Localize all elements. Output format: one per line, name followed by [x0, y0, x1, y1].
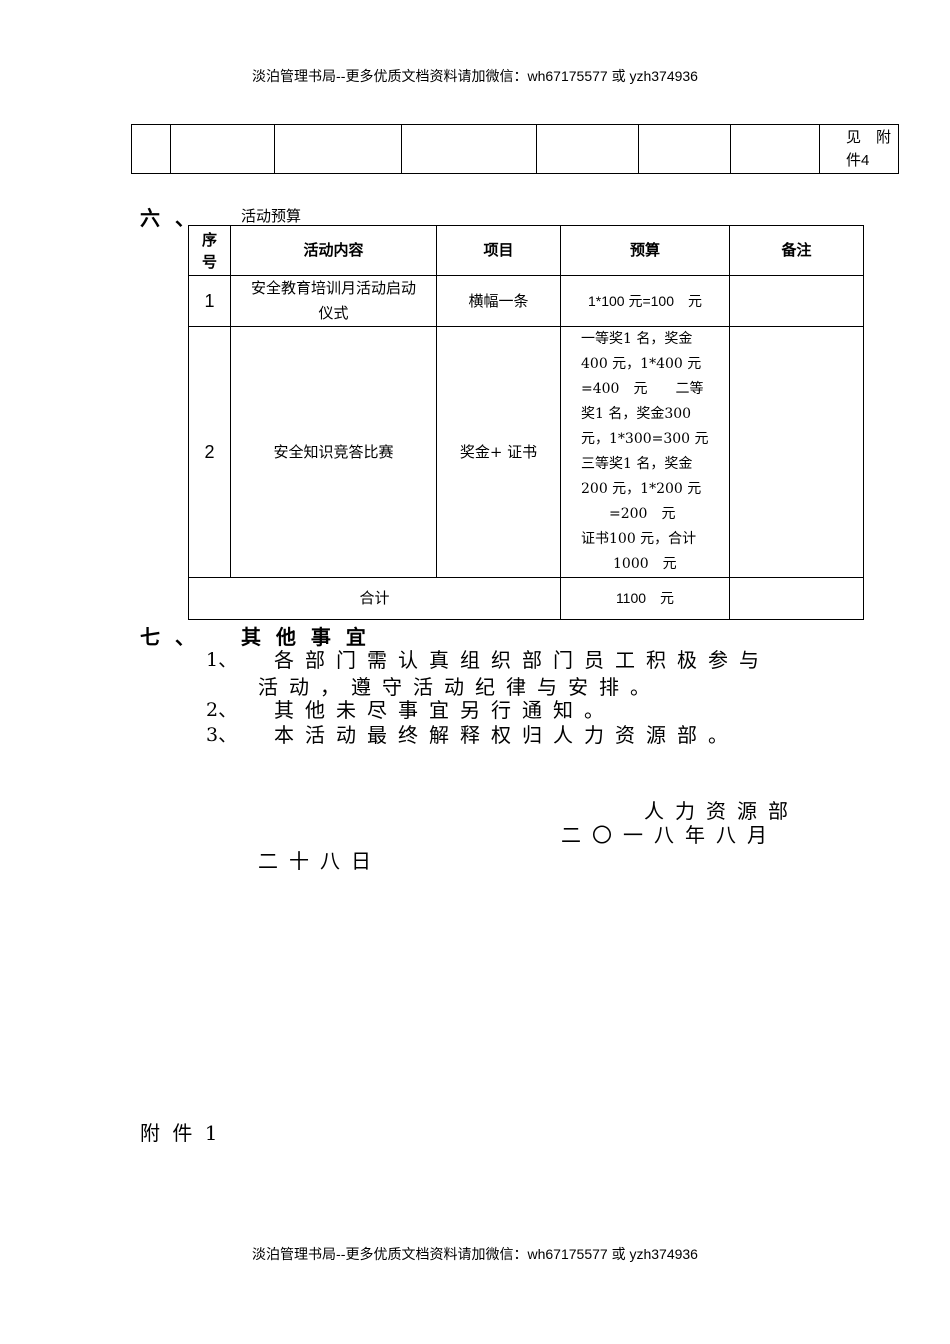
row-budget: 一等奖1 名，奖金 400 元，1*400 元 =400 元 二等 奖1 名，奖…	[560, 326, 730, 578]
table-cell	[638, 124, 731, 174]
table-cell	[274, 124, 402, 174]
table-cell	[401, 124, 537, 174]
budget-line: 1000 元	[613, 556, 677, 572]
row-content: 安全知识竞答比赛	[230, 326, 437, 578]
table-row: 见 附 件4	[131, 124, 899, 174]
row-note	[729, 275, 864, 327]
header-seq-line1: 序	[201, 230, 217, 249]
header-content: 活动内容	[230, 225, 437, 276]
signature-date: 二〇一八年八月	[561, 823, 778, 847]
signature-department: 人力资源部	[644, 799, 799, 823]
footer-text: 淡泊管理书局--更多优质文档资料请加微信：	[252, 1247, 528, 1263]
attachment-ref-line1: 见 附	[846, 128, 892, 146]
continued-table: 见 附 件4	[131, 124, 899, 174]
budget-line: 400 元，1*400 元	[581, 356, 702, 372]
row-seq: 1	[188, 275, 231, 327]
section6-number: 六 、	[140, 206, 199, 230]
table-cell	[170, 124, 275, 174]
row-content-line2: 仪式	[318, 304, 349, 322]
header-note: 备注	[729, 225, 864, 276]
section7-title: 其 他 事 宜	[241, 625, 370, 649]
budget-line: 元，1*300=300 元	[581, 431, 709, 447]
budget-line: 三等奖1 名，奖金	[581, 456, 693, 472]
total-value: 1100 元	[560, 577, 730, 620]
row-budget: 1*100 元=100 元	[560, 275, 730, 327]
page-footer: 淡泊管理书局--更多优质文档资料请加微信：wh67175577 或 yzh374…	[0, 1244, 950, 1264]
budget-line: 证书100 元，合计	[581, 531, 697, 547]
table-total-row: 合计 1100 元	[188, 577, 864, 620]
table-cell	[536, 124, 639, 174]
row-note	[729, 326, 864, 578]
budget-line: =200 元	[609, 506, 676, 522]
total-label: 合计	[188, 577, 561, 620]
table-cell-attachment-ref: 见 附 件4	[819, 124, 899, 174]
list-item-text: 其他未尽事宜另行通知。	[274, 698, 615, 722]
row-seq: 2	[188, 326, 231, 578]
list-item-number: 2、	[206, 699, 238, 721]
list-item-number: 1、	[206, 649, 238, 671]
row-item: 奖金+ 证书	[436, 326, 561, 578]
row-content-line1: 安全教育培训月活动启动	[250, 279, 416, 297]
list-item-number: 3、	[206, 724, 238, 746]
budget-line: 200 元，1*200 元	[581, 481, 702, 497]
row-item: 横幅一条	[436, 275, 561, 327]
table-header-row: 序 号 活动内容 项目 预算 备注	[188, 225, 864, 276]
list-item-text: 各部门需认真组织部门员工积极参与	[274, 648, 770, 672]
header-text: 淡泊管理书局--更多优质文档资料请加微信：	[252, 69, 528, 85]
budget-line: 奖1 名，奖金300	[581, 406, 692, 422]
header-seq-line2: 号	[201, 252, 217, 271]
row-content: 安全教育培训月活动启动 仪式	[230, 275, 437, 327]
header-seq: 序 号	[188, 225, 231, 276]
header-budget: 预算	[560, 225, 730, 276]
header-item: 项目	[436, 225, 561, 276]
header-contact: wh67175577 或 yzh374936	[527, 68, 698, 84]
section7-number: 七 、	[140, 625, 199, 649]
total-note	[729, 577, 864, 620]
budget-line: 一等奖1 名，奖金	[581, 331, 693, 347]
table-row: 1 安全教育培训月活动启动 仪式 横幅一条 1*100 元=100 元	[188, 275, 864, 327]
attachment-ref-line2: 件4	[846, 152, 870, 169]
footer-contact: wh67175577 或 yzh374936	[527, 1246, 698, 1262]
section6-title: 活动预算	[241, 207, 302, 225]
table-row: 2 安全知识竞答比赛 奖金+ 证书 一等奖1 名，奖金 400 元，1*400 …	[188, 326, 864, 578]
table-cell	[131, 124, 171, 174]
page-header: 淡泊管理书局--更多优质文档资料请加微信：wh67175577 或 yzh374…	[0, 66, 950, 86]
budget-table: 序 号 活动内容 项目 预算 备注 1 安全教育培训月活动启动 仪式 横幅一条 …	[188, 225, 864, 620]
list-item-text: 本活动最终解释权归人力资源部。	[274, 723, 739, 747]
signature-date-cont: 二十八日	[258, 849, 382, 873]
budget-line: =400 元 二等	[581, 381, 704, 397]
attachment-label: 附 件 1	[140, 1121, 221, 1145]
list-item-text-cont: 活动，遵守活动纪律与安排。	[258, 675, 661, 699]
table-cell	[730, 124, 820, 174]
